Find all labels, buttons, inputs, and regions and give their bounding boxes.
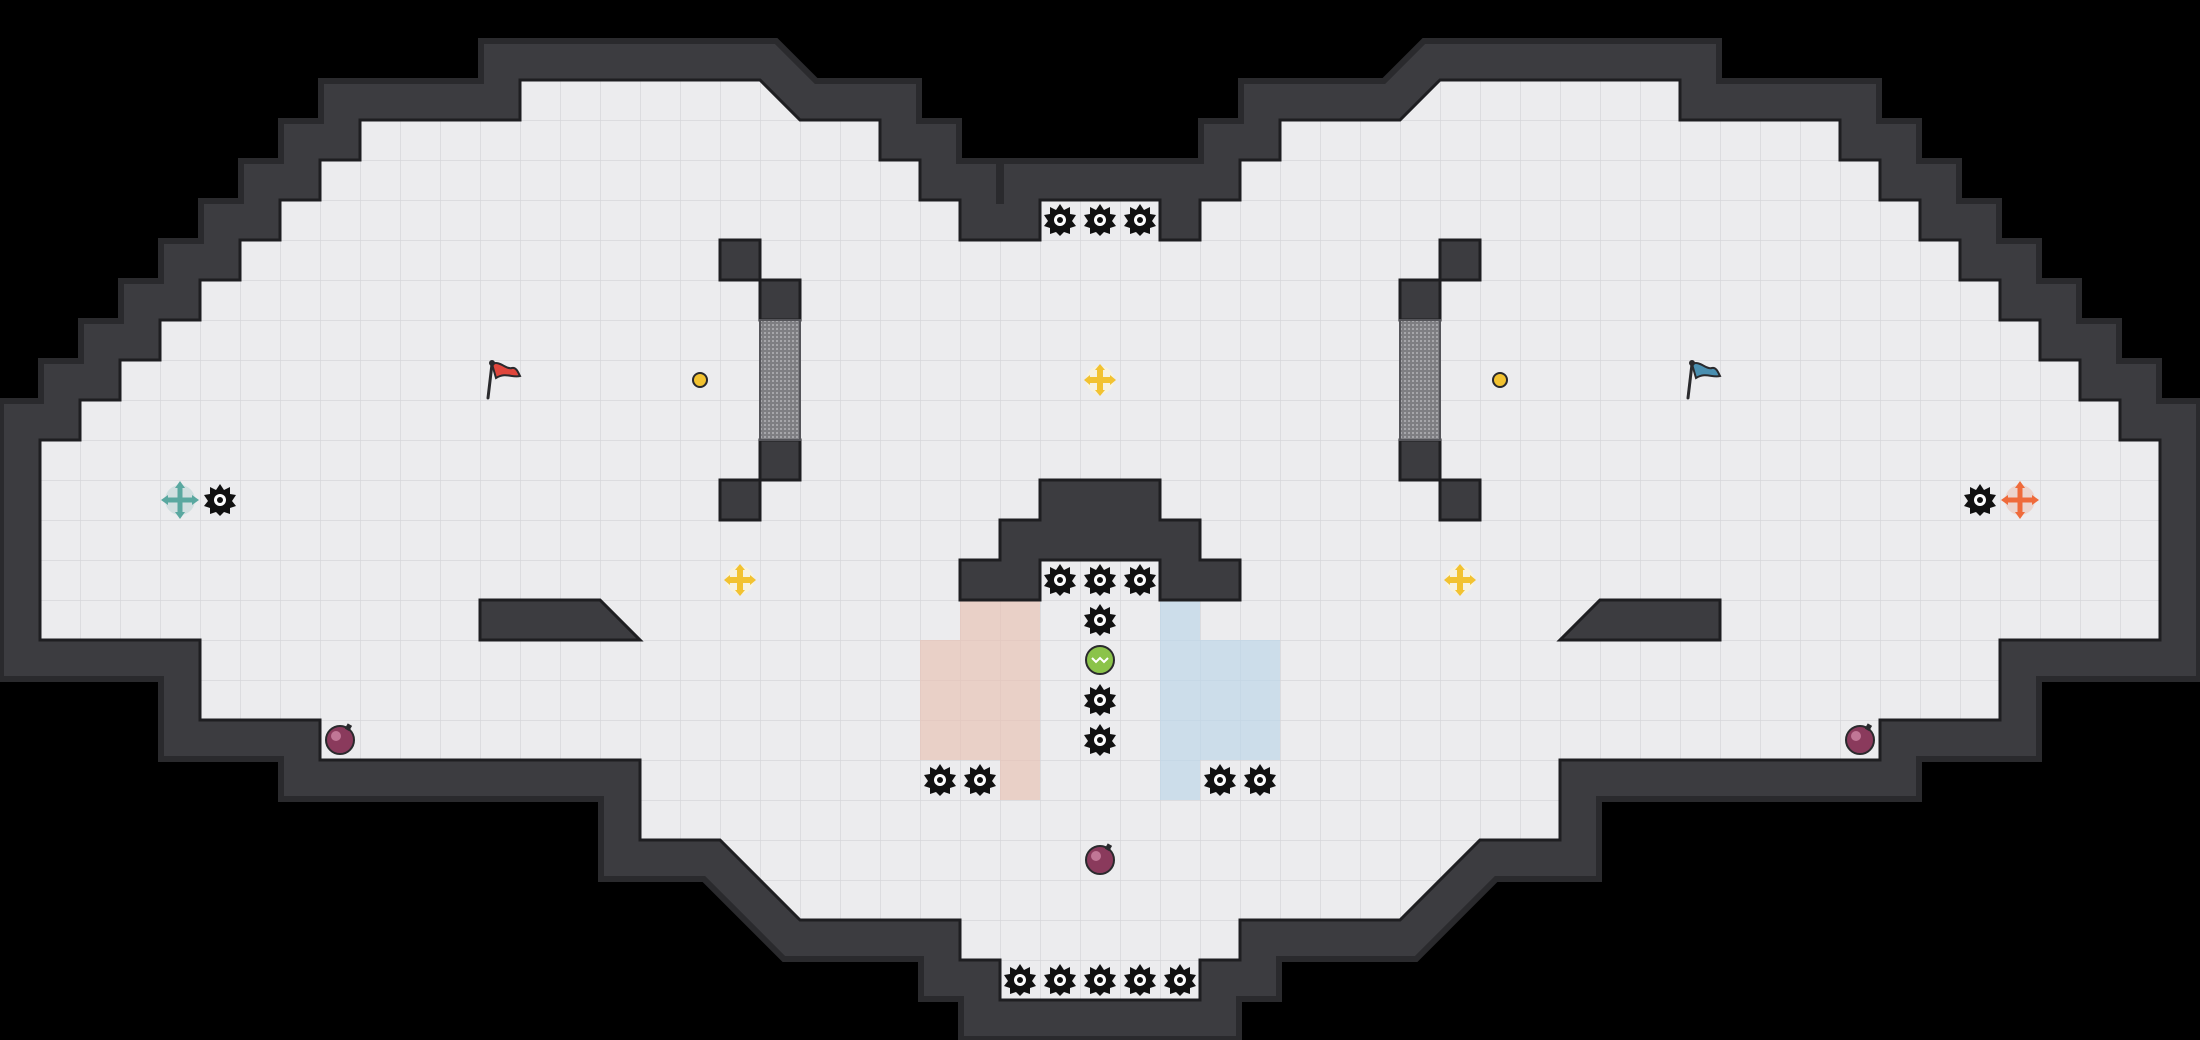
boost-icon xyxy=(1085,645,1115,675)
map-items xyxy=(161,204,2039,996)
wall-block xyxy=(758,438,802,482)
wall-block xyxy=(758,278,802,322)
wall-block xyxy=(1438,478,1482,522)
wall-block xyxy=(1398,438,1442,482)
gate-tile xyxy=(1399,319,1441,441)
blue-flag-icon xyxy=(1686,360,1722,400)
left-ramp-wall xyxy=(478,598,644,642)
red-flag-icon xyxy=(486,360,522,400)
wall-block xyxy=(718,478,762,522)
toggle-button-icon xyxy=(692,372,708,388)
toggle-button-icon xyxy=(1492,372,1508,388)
wall-block xyxy=(1398,278,1442,322)
wall-block xyxy=(718,238,762,282)
wall-block xyxy=(1438,238,1482,282)
center-wall xyxy=(958,478,1242,602)
portal-icon xyxy=(2001,481,2039,519)
right-ramp-wall xyxy=(1556,598,1722,642)
gate-tile xyxy=(759,319,801,441)
wall-blocks xyxy=(478,238,1722,642)
portal-icon xyxy=(161,481,199,519)
